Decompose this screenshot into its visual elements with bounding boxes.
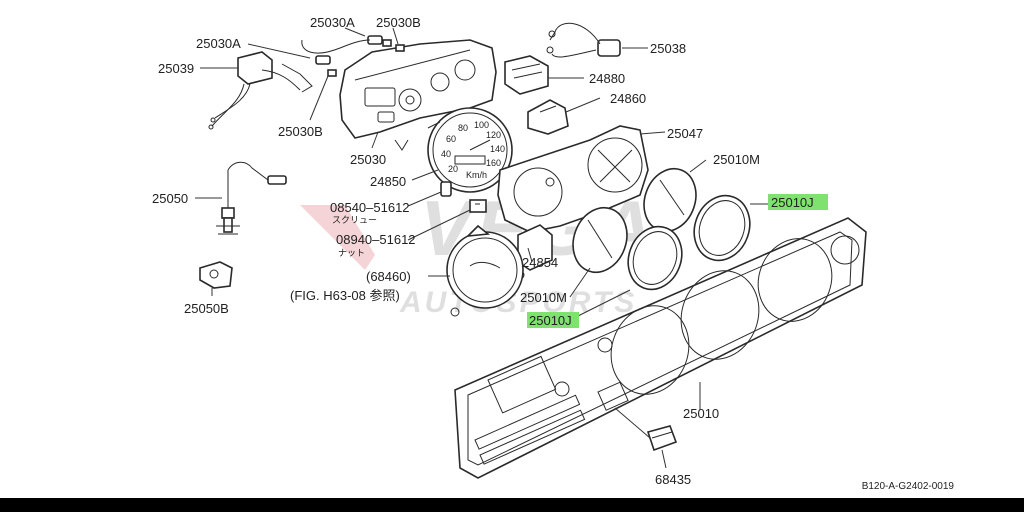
connector-24880: [504, 55, 549, 95]
label-25010M-low: 25010M: [520, 290, 567, 305]
label-25030A-left: 25030A: [196, 36, 241, 51]
gauge-tick-60: 60: [446, 134, 456, 144]
faceplate-25047: [497, 125, 649, 233]
gauge-tick-40: 40: [441, 149, 451, 159]
gauge-tick-160: 160: [486, 158, 501, 168]
watermark-subtext: AUTOSPORTS: [399, 286, 637, 319]
label-68435: 68435: [655, 472, 691, 487]
cluster-housing-25030: [339, 39, 497, 151]
ring-25010J-lower: [627, 225, 683, 291]
label-08540-sub: スクリュー: [332, 215, 377, 225]
sender-25050: [216, 161, 287, 235]
leader-lines: [195, 27, 768, 469]
label-25010J-low: 25010J: [529, 313, 572, 328]
label-24880: 24880: [589, 71, 625, 86]
lens-25010M-lower: [572, 206, 628, 274]
gauge-unit: Km/h: [466, 170, 487, 180]
exploded-view-svg: VEGA AUTOSPORTS 20 40: [152, 15, 867, 487]
label-08940-sub: ナット: [338, 248, 365, 258]
label-25050: 25050: [152, 191, 188, 206]
bulb-sockets: [301, 35, 405, 77]
clip-25050B: [199, 261, 233, 289]
label-24854: 24854: [522, 255, 558, 270]
bracket-24860: [527, 99, 569, 135]
harness-25038: [546, 22, 621, 58]
label-08540: 08540–51612: [330, 200, 410, 215]
label-fig-ref: (FIG. H63-08 参照): [290, 288, 400, 303]
label-25010M-top: 25010M: [713, 152, 760, 167]
part-labels: 25030A 25030B 25030A 25039 25030B 25030 …: [152, 15, 814, 487]
label-25047: 25047: [667, 126, 703, 141]
label-25050B: 25050B: [184, 301, 229, 316]
label-25038: 25038: [650, 41, 686, 56]
label-25030A-top: 25030A: [310, 15, 355, 30]
label-25030: 25030: [350, 152, 386, 167]
clock-68460: [446, 224, 524, 317]
label-25010J-right: 25010J: [771, 195, 814, 210]
screw-nut: [440, 181, 487, 213]
gauge-tick-100: 100: [474, 120, 489, 130]
label-25030B-top: 25030B: [376, 15, 421, 30]
speedometer-24850: 20 40 60 80 100 120 140 160 Km/h: [427, 107, 513, 193]
highlight-25010J-low: [527, 312, 579, 328]
label-25030B-low: 25030B: [278, 124, 323, 139]
label-24860: 24860: [610, 91, 646, 106]
ring-25010J-upper: [693, 194, 751, 262]
connector-25039: [208, 51, 313, 130]
gauge-tick-140: 140: [490, 144, 505, 154]
gauge-tick-20: 20: [448, 164, 458, 174]
reference-code: B120-A-G2402-0019: [861, 481, 954, 492]
gauge-tick-120: 120: [486, 130, 501, 140]
highlight-25010J-right: [768, 194, 828, 210]
blank-plug-68435: [646, 425, 678, 452]
label-68460: (68460): [366, 269, 411, 284]
gauge-tick-80: 80: [458, 123, 468, 133]
label-25039: 25039: [158, 61, 194, 76]
label-08940: 08940–51612: [336, 232, 416, 247]
label-24850: 24850: [370, 174, 406, 189]
bottom-border-bar: [0, 498, 1024, 512]
label-25010: 25010: [683, 406, 719, 421]
bezel-panel-25010: [454, 217, 867, 479]
